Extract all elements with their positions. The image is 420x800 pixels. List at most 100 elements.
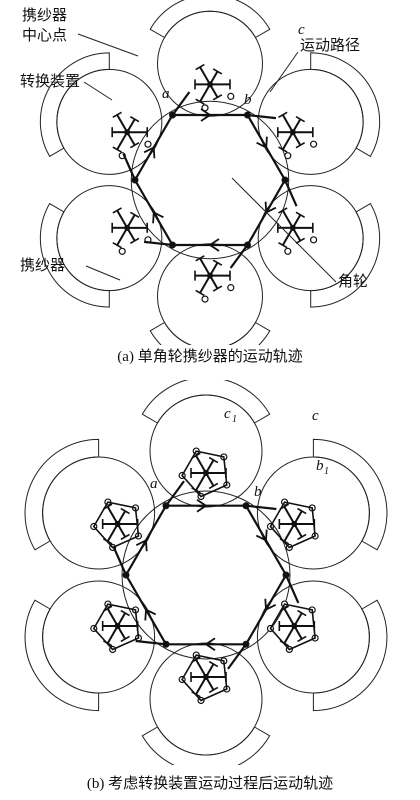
switch-device-sector bbox=[39, 202, 110, 308]
carrier-center-dot bbox=[124, 224, 131, 231]
panel-b: ****** a b c c 1 b 1 (b) 考虑转换装置运动过程后运动轨迹 bbox=[0, 380, 420, 800]
carrier-spoke bbox=[195, 472, 207, 491]
carrier-trace-loop bbox=[92, 603, 140, 651]
carrier-bar bbox=[112, 207, 122, 214]
carrier-center-dot bbox=[289, 129, 296, 136]
label-switch-device: 转换装置 bbox=[20, 72, 80, 90]
carrier-trace-loop bbox=[181, 654, 228, 702]
carrier-bar bbox=[297, 635, 307, 643]
carrier-bar bbox=[208, 660, 219, 668]
carrier-spoke bbox=[199, 257, 211, 277]
carrier-bar bbox=[112, 241, 122, 249]
bobbin-circle bbox=[227, 92, 235, 100]
carrier-center-dot bbox=[114, 623, 121, 629]
leader-switch-device bbox=[83, 81, 113, 101]
bobbin-circle bbox=[309, 236, 318, 244]
carrier-4: * bbox=[90, 600, 143, 654]
switch-device-sector bbox=[149, 0, 271, 39]
carrier-spoke bbox=[106, 506, 119, 525]
path-branch bbox=[171, 91, 191, 116]
asterisk-mark: * bbox=[115, 623, 120, 633]
carrier-bar bbox=[208, 456, 219, 464]
carrier-bar bbox=[212, 94, 223, 101]
carrier-bar bbox=[295, 211, 306, 219]
carrier-bar bbox=[112, 111, 122, 119]
carrier-center-dot bbox=[114, 521, 121, 527]
switch-device-sector bbox=[149, 321, 271, 345]
path-arrow bbox=[264, 598, 277, 612]
diagram-b: ****** a b c c 1 b 1 bbox=[24, 380, 388, 765]
label-b: b bbox=[244, 92, 252, 108]
bobbin-circle bbox=[309, 140, 318, 148]
leader-horn-gear bbox=[231, 177, 337, 283]
carrier-spoke bbox=[281, 209, 294, 229]
path-branch bbox=[143, 240, 173, 247]
switch-device-sector bbox=[312, 438, 388, 551]
path-arrow bbox=[200, 108, 212, 122]
switch-device-sector bbox=[141, 726, 271, 765]
carrier-bar bbox=[278, 146, 288, 153]
label-horn-gear: 角轮 bbox=[338, 272, 368, 290]
path-branch bbox=[165, 480, 185, 507]
carrier-bar bbox=[195, 255, 205, 262]
path-arrow bbox=[196, 498, 208, 513]
carrier-spoke bbox=[281, 227, 294, 246]
path-arrow bbox=[208, 238, 220, 252]
label-c: c bbox=[298, 22, 305, 38]
motion-path-hexagon bbox=[133, 113, 287, 247]
carrier-spoke bbox=[116, 209, 129, 229]
caption-a: (a) 单角轮携纱器的运动轨迹 bbox=[117, 349, 303, 365]
path-branch bbox=[122, 153, 137, 181]
path-arrow bbox=[256, 136, 268, 149]
path-branch bbox=[245, 504, 277, 511]
carrier-spoke bbox=[199, 275, 211, 294]
path-branch bbox=[229, 244, 249, 269]
path-branch bbox=[247, 113, 277, 120]
path-arrow bbox=[135, 538, 148, 552]
carrier-bar bbox=[195, 63, 205, 71]
bobbin-circle bbox=[144, 140, 152, 148]
bobbin-circle bbox=[201, 295, 209, 303]
carrier-bar bbox=[297, 533, 307, 541]
diagram-a: 携纱器 中心点 转换装置 运动路径 携纱器 角轮 a b c bbox=[20, 0, 381, 345]
label-carrier-center-1: 携纱器 bbox=[22, 6, 67, 24]
label-carrier-center-2: 中心点 bbox=[22, 26, 67, 44]
carrier-spoke bbox=[199, 83, 211, 103]
carrier-bar bbox=[195, 289, 205, 297]
carrier-spoke bbox=[106, 523, 119, 542]
carrier-bar bbox=[295, 237, 306, 244]
carrier-spoke bbox=[116, 114, 129, 133]
gear-ring bbox=[42, 456, 156, 570]
label-b1-sub: 1 bbox=[324, 466, 329, 477]
horn-gear-circle bbox=[121, 490, 291, 660]
carrier-bar bbox=[120, 533, 130, 541]
carrier-spoke bbox=[106, 608, 119, 627]
path-branch bbox=[283, 179, 298, 207]
switch-device-sector bbox=[39, 52, 110, 158]
label-a-b: a bbox=[150, 476, 158, 492]
path-branch bbox=[284, 574, 300, 604]
carrier-bar bbox=[129, 141, 140, 149]
carrier-bar bbox=[208, 482, 219, 490]
switch-device-sector bbox=[24, 599, 100, 712]
carrier-spoke bbox=[195, 455, 207, 474]
carrier-trace-loop bbox=[181, 450, 228, 498]
label-b1: b bbox=[316, 458, 324, 474]
path-arrow bbox=[143, 146, 156, 159]
carrier-center-dot bbox=[203, 674, 209, 680]
carrier-bar bbox=[129, 237, 140, 244]
carrier-center-dot bbox=[207, 81, 213, 88]
switch-device-sector bbox=[24, 438, 100, 551]
carrier-spoke bbox=[283, 506, 296, 525]
horn-gear-circle bbox=[130, 100, 290, 260]
carrier-0: * bbox=[178, 447, 231, 501]
leader-path bbox=[269, 51, 299, 93]
carrier-center-dot bbox=[207, 272, 213, 279]
path-branch bbox=[135, 639, 167, 646]
carrier-spoke bbox=[116, 131, 129, 151]
path-arrow bbox=[152, 211, 164, 224]
carrier-bar bbox=[212, 285, 223, 292]
carrier-bar bbox=[212, 68, 223, 75]
path-arrow bbox=[204, 637, 216, 652]
carrier-bar bbox=[208, 686, 219, 694]
